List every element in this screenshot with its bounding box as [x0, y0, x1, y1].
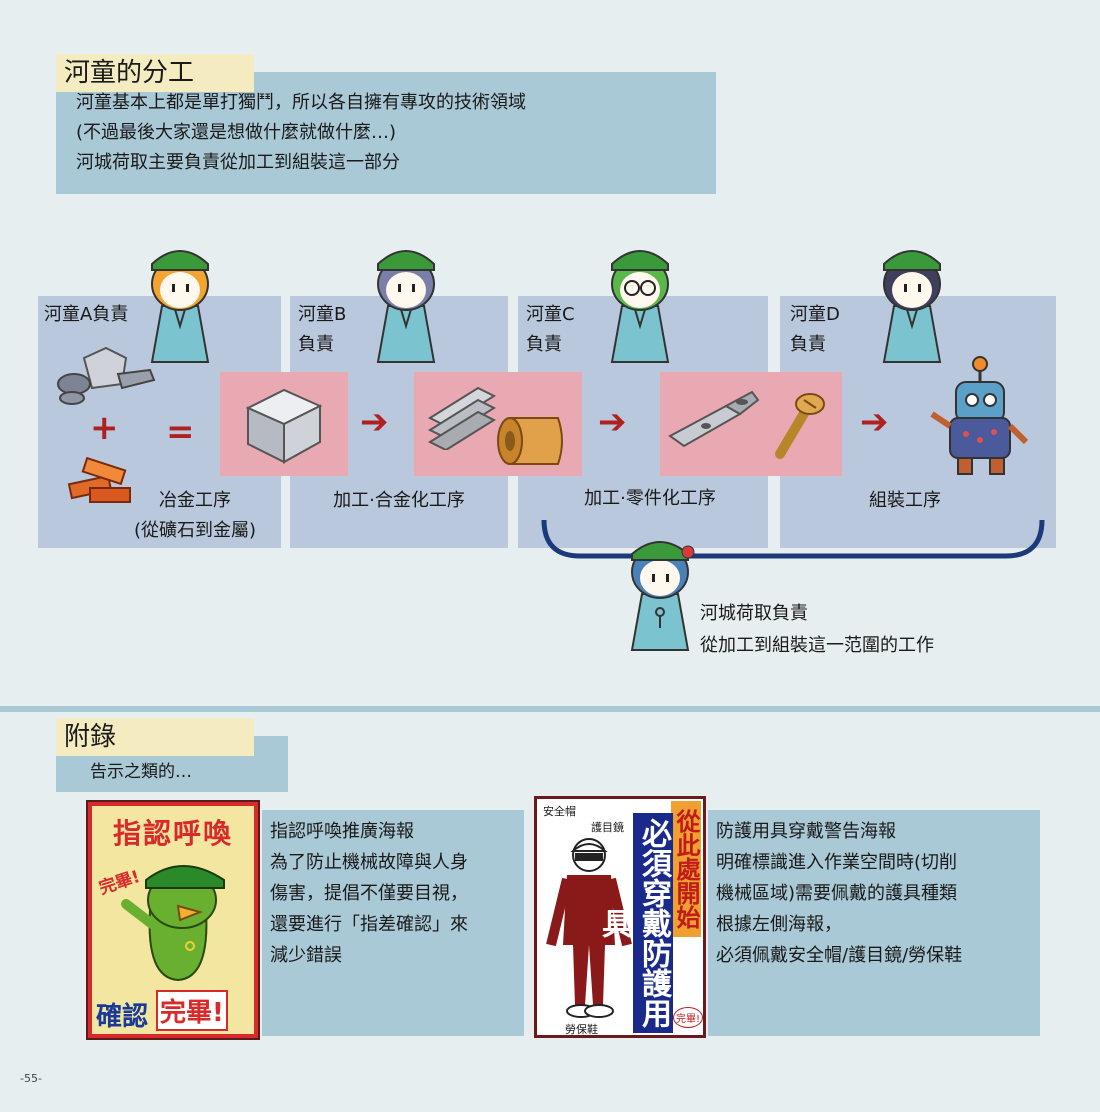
section-title-division: 河童的分工 — [56, 54, 254, 92]
poster2-description: 防護用具穿戴警告海報 明確標識進入作業空間時(切削 機械區域)需要佩戴的護具種類… — [708, 810, 1040, 1036]
green-kappa-icon — [121, 865, 225, 982]
intro-line-1: 河童基本上都是單打獨鬥，所以各自擁有專攻的技術領域 — [76, 92, 526, 113]
kappa-c-character — [610, 250, 670, 363]
poster1-bottom-left: 確認 — [96, 1002, 149, 1032]
metal-cube-icon — [245, 388, 323, 464]
poster1-bottom-right: 完畢! — [156, 990, 228, 1031]
bracket-icon — [668, 390, 760, 448]
kappa-b-character — [376, 250, 436, 363]
intro-box: 河童基本上都是單打獨鬥，所以各自擁有專攻的技術領域 (不過最後大家還是想做什麼就… — [56, 72, 716, 194]
poster2-label-shoes: 勞保鞋 — [565, 1023, 598, 1036]
poster2-blue-banner: 必須穿戴防護用具 — [596, 813, 673, 1033]
poster2-label-helmet: 安全帽 — [543, 805, 576, 818]
copper-roll-icon — [497, 417, 563, 465]
poster1-description: 指認呼喚推廣海報 為了防止機械故障與人身 傷害，提倡不僅要目視， 還要進行「指差… — [262, 810, 524, 1036]
screw-icon — [775, 393, 825, 459]
step-metallurgy-caption: 冶金工序 (從礦石到金屬) — [133, 490, 257, 541]
appendix-subtitle: 告示之類的… — [90, 762, 192, 782]
step-alloy-caption: 加工·合金化工序 — [333, 490, 465, 511]
poster2-stamp: 完畢! — [673, 1007, 703, 1028]
kappa-d-character — [882, 250, 942, 363]
section-title-appendix: 附錄 — [56, 718, 254, 756]
plus-sign: + — [90, 408, 119, 448]
metal-bars-icon — [427, 386, 497, 450]
nitori-character — [630, 541, 695, 651]
intro-line-3: 河城荷取主要負責從加工到組裝這一部分 — [76, 152, 400, 173]
bricks-icon — [67, 456, 131, 503]
page-number: -55- — [20, 1072, 42, 1085]
poster-pointing-call: 指認呼喚 完畢! 確認 完畢! — [88, 802, 258, 1038]
arrow-2: ➔ — [598, 402, 627, 442]
step-parts-caption: 加工·零件化工序 — [584, 488, 716, 509]
step-assembly-caption: 組裝工序 — [869, 490, 941, 511]
robot-icon — [930, 356, 1029, 475]
equals-sign: = — [166, 412, 195, 452]
poster1-top-text: 指認呼喚 — [112, 817, 233, 850]
worker-figure-icon — [546, 838, 632, 1018]
poster2-label-goggles: 護目鏡 — [591, 821, 624, 834]
scope-brace — [541, 519, 1045, 559]
kappa-a-label: 河童A負責 — [44, 304, 129, 325]
section-divider — [0, 706, 1100, 712]
arrow-1: ➔ — [360, 402, 389, 442]
intro-line-2: (不過最後大家還是想做什麼就做什麼…) — [76, 122, 397, 143]
kappa-a-character — [150, 250, 210, 363]
ore-icon — [57, 346, 156, 405]
arrow-3: ➔ — [860, 402, 889, 442]
poster-protective-gear: 安全帽 護目鏡 勞保鞋 從此處開始 必須穿戴防護用具 完畢! — [534, 796, 706, 1038]
nitori-caption: 河城荷取負責 從加工到組裝這一范圍的工作 — [700, 603, 934, 656]
poster2-orange-banner: 從此處開始 — [671, 801, 701, 937]
